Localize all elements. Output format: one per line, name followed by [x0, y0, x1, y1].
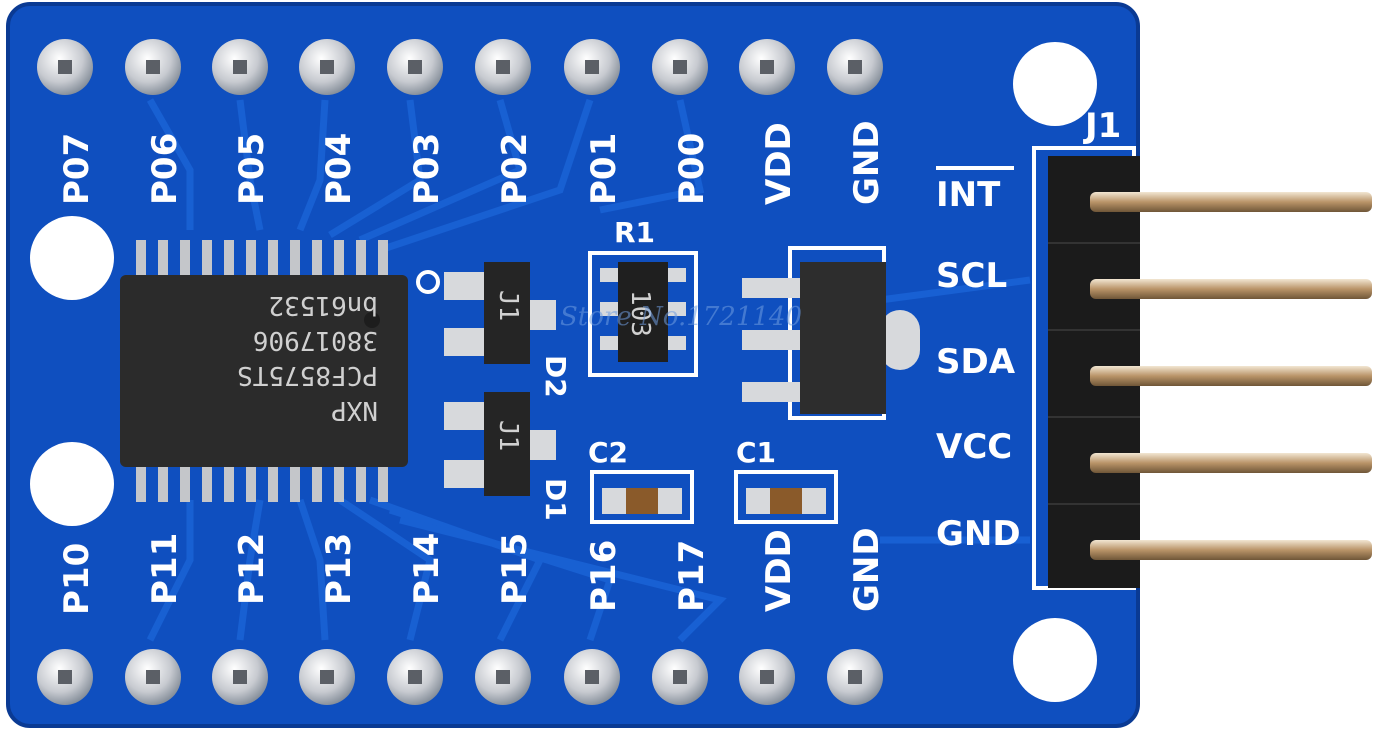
chip-marking-line4: bn61532 — [268, 290, 378, 320]
chip-marking-line1: NXP — [331, 395, 378, 425]
pin-label: VDD — [759, 529, 799, 612]
resistor-r1: R1 103 — [588, 216, 698, 377]
pin-label: P12 — [232, 533, 272, 605]
header-pins — [1090, 192, 1372, 560]
header-label-scl: SCL — [936, 256, 1007, 296]
pin-label: P11 — [145, 533, 185, 605]
label-d2: D2 — [539, 355, 572, 398]
watermark: Store No.1721140 — [560, 302, 802, 332]
copper-traces — [146, 98, 1031, 643]
pin-label: P17 — [672, 540, 712, 612]
mounting-hole — [1013, 618, 1097, 702]
header-label-sda: SDA — [936, 342, 1016, 382]
pin-label: P00 — [672, 133, 712, 205]
pcb-substrate — [8, 4, 1138, 726]
pin-label: P14 — [407, 533, 447, 605]
r1-code: 103 — [625, 290, 655, 337]
label-j1: J1 — [1083, 106, 1121, 146]
ic-chip: NXP PCF8575TS 38017906 bn61532 — [120, 240, 408, 502]
pin-label: P05 — [232, 133, 272, 205]
pin-label: P03 — [407, 133, 447, 205]
chip-marking-line3: 38017906 — [253, 325, 378, 355]
capacitor-c1: C1 — [734, 436, 838, 524]
pin-label: GND — [847, 527, 887, 612]
label-d1: D1 — [539, 478, 572, 521]
header-label-int: INT — [936, 175, 1001, 215]
pin-label: P02 — [495, 133, 535, 205]
mounting-hole — [30, 216, 114, 300]
diode-d2: J1 D2 — [416, 262, 572, 398]
pin-label: P01 — [584, 133, 624, 205]
pin-label: P04 — [319, 133, 359, 205]
bottom-pin-pads — [37, 649, 883, 705]
header-label-vcc: VCC — [936, 427, 1012, 467]
pin-label: P13 — [319, 533, 359, 605]
header-j1: J1 INT SCL SDA VCC GND — [936, 106, 1372, 590]
pin-label: VDD — [759, 122, 799, 205]
pin-label: P15 — [495, 533, 535, 605]
label-c2: C2 — [588, 436, 628, 469]
top-pin-pads — [37, 39, 883, 95]
voltage-regulator — [742, 246, 920, 420]
mounting-hole — [1013, 42, 1097, 126]
bottom-pin-labels: P10 P11 P12 P13 P14 P15 P16 P17 VDD GND — [57, 527, 887, 615]
label-c1: C1 — [736, 436, 776, 469]
pin-label: P10 — [57, 543, 97, 615]
header-label-gnd: GND — [936, 514, 1021, 554]
diode-marking: J1 — [493, 420, 523, 451]
diode-d1: J1 D1 — [444, 392, 572, 521]
mounting-hole — [30, 442, 114, 526]
pin-label: GND — [847, 120, 887, 205]
pin-label: P07 — [57, 133, 97, 205]
diode-marking: J1 — [493, 290, 523, 321]
pin-label: P06 — [145, 133, 185, 205]
chip-marking-line2: PCF8575TS — [237, 360, 378, 390]
label-r1: R1 — [614, 216, 655, 249]
pin-label: P16 — [584, 540, 624, 612]
top-pin-labels: P07 P06 P05 P04 P03 P02 P01 P00 VDD GND — [57, 120, 887, 205]
capacitor-c2: C2 — [588, 436, 694, 524]
